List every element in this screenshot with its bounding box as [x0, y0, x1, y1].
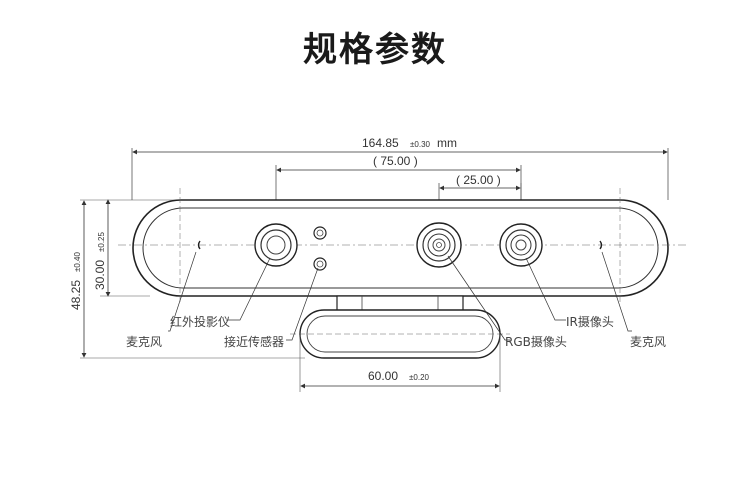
label-ir-camera: IR摄像头 [566, 314, 614, 329]
label-mic-left: 麦克风 [126, 335, 162, 349]
mount-base [290, 295, 510, 359]
ir-spacing-value: ( 75.00 ) [373, 154, 418, 168]
rgb-ir-spacing-value: ( 25.00 ) [456, 173, 501, 187]
width-total-value: 164.85 [362, 136, 399, 150]
width-total-tolerance: ±0.30 [410, 140, 431, 149]
rgb-camera-lens [416, 222, 462, 268]
width-unit: mm [437, 136, 457, 150]
page-title: 规格参数 [303, 30, 447, 70]
base-width-dimension: 60.00 ±0.20 [299, 335, 501, 392]
ir-projector-lens [254, 223, 298, 267]
label-ir-projector: 红外投影仪 [170, 314, 230, 329]
label-proximity-sensor: 接近传感器 [224, 334, 284, 349]
camera-body [118, 199, 688, 297]
body-height-dimension: 30.00 ±0.25 [93, 199, 150, 297]
label-mic-right: 麦克风 [630, 335, 666, 349]
ir-spacing-dimension: ( 75.00 ) [275, 154, 522, 235]
label-rgb-camera: RGB摄像头 [505, 334, 567, 349]
ir-camera-lens [499, 223, 543, 267]
body-height-value: 30.00 [93, 260, 107, 290]
height-total-tolerance: ±0.40 [73, 251, 82, 272]
body-height-tolerance: ±0.25 [97, 231, 106, 252]
mic-right-hole [599, 188, 621, 305]
width-dimension: 164.85 ±0.30 mm [131, 136, 669, 200]
height-total-value: 48.25 [69, 280, 83, 310]
base-width-tolerance: ±0.20 [409, 373, 430, 382]
callout-leaders [168, 251, 632, 341]
mic-left-hole [179, 188, 201, 305]
base-width-value: 60.00 [368, 369, 398, 383]
proximity-sensor [313, 226, 327, 271]
